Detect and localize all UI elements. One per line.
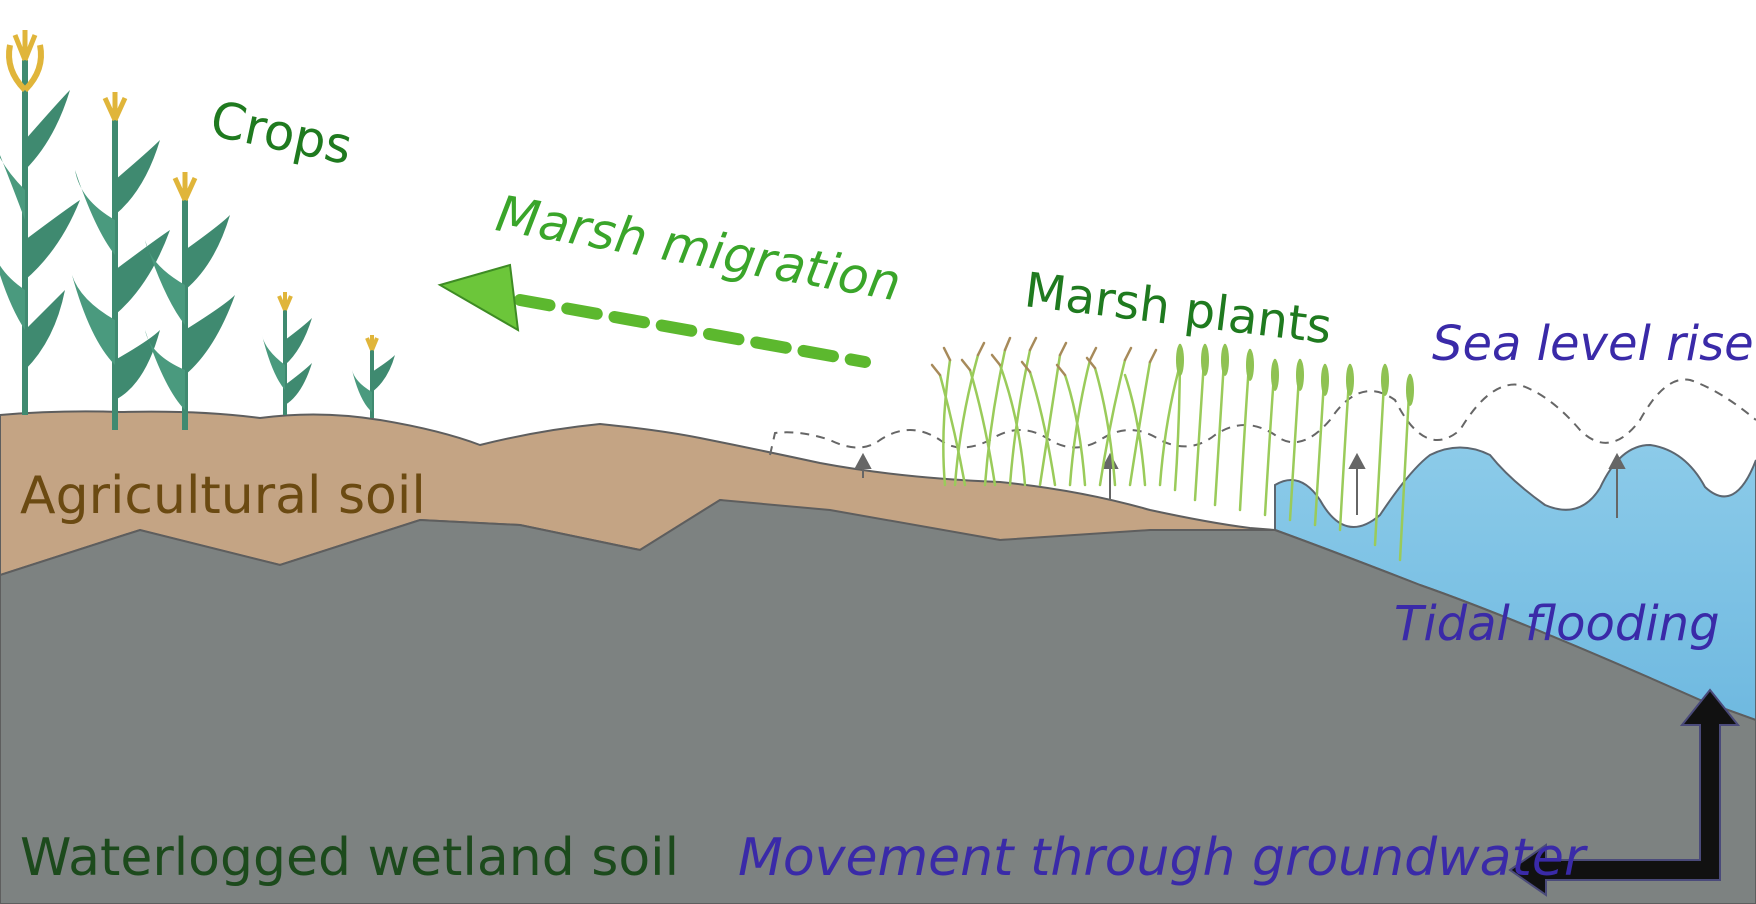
corn-plant-icon xyxy=(72,92,170,430)
agricultural-soil-label: Agricultural soil xyxy=(20,466,426,526)
agricultural-soil-layer xyxy=(0,410,1276,577)
rise-arrow-icon xyxy=(854,452,872,478)
rise-arrow-icon xyxy=(1348,452,1366,515)
wetland-soil-layer xyxy=(0,498,1756,904)
marsh-seedheads xyxy=(930,336,1158,377)
crops-icon xyxy=(0,30,395,430)
sea-level-rise-label: Sea level rise xyxy=(1432,316,1754,372)
groundwater-arrow-icon xyxy=(1508,688,1741,897)
waterlogged-soil-label: Waterlogged wetland soil xyxy=(20,828,680,888)
sea-level-rise-dashed-line xyxy=(769,378,1756,456)
tidal-flooding-label: Tidal flooding xyxy=(1394,596,1720,652)
corn-plant-icon xyxy=(262,292,312,415)
corn-plant-icon xyxy=(0,30,80,415)
corn-plant-icon xyxy=(352,335,395,418)
marsh-spikes xyxy=(1176,344,1414,406)
rise-arrow-icon xyxy=(1608,452,1626,518)
groundwater-label: Movement through groundwater xyxy=(738,828,1586,888)
marsh-migration-arrow xyxy=(437,263,871,368)
corn-plant-icon xyxy=(145,172,235,430)
